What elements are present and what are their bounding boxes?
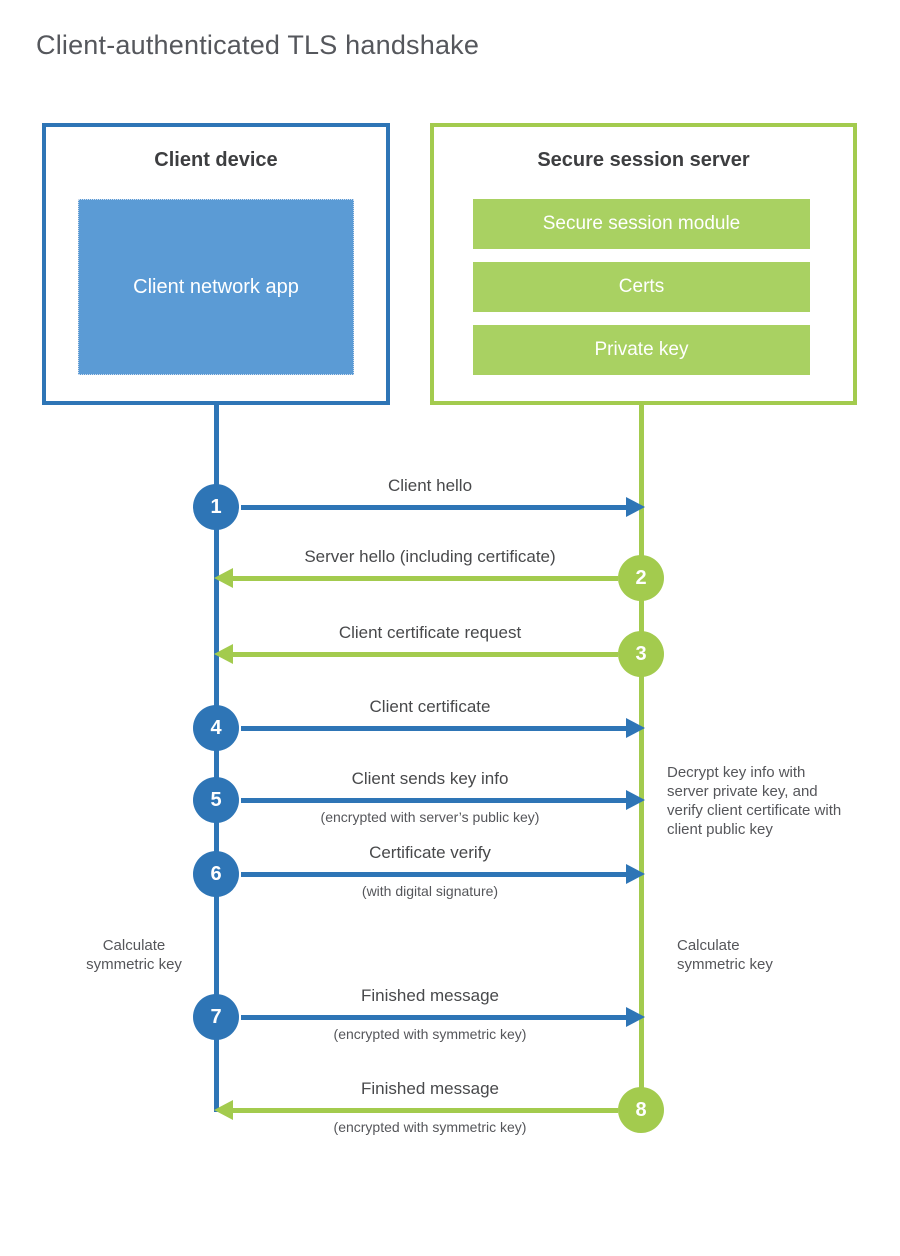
decrypt-key-note: Decrypt key info with server private key… [667,764,842,838]
step-8-label: Finished message [361,1079,499,1098]
step-4-label: Client certificate [369,697,491,716]
step-6-arrow-line [241,872,627,877]
step-2-label: Server hello (including certificate) [304,547,556,566]
calculate-symmetric-key-note-client: Calculate symmetric key [86,937,182,973]
step-8-arrow-line [233,1108,618,1113]
server-module-private-key: Private key [473,325,810,375]
step-3-label: Client certificate request [338,623,522,642]
step-7-arrowhead-icon [626,1007,645,1027]
step-7-label: Finished message [361,986,499,1005]
step-8-number-badge: 8 [618,1087,664,1133]
step-6-label: Certificate verify [369,843,491,862]
step-1-label: Client hello [387,476,473,495]
step-7-number-badge: 7 [193,994,239,1040]
client-device-box: Client device Client network app [42,123,390,405]
secure-session-server-box: Secure session server Secure session mod… [430,123,857,405]
step-8-arrowhead-icon [214,1100,233,1120]
client-network-app-label: Client network app [133,276,299,298]
step-3-arrow-line [233,652,618,657]
client-network-app-box: Client network app [78,199,354,375]
step-5-sublabel: (encrypted with server’s public key) [320,809,540,825]
step-6-arrowhead-icon [626,864,645,884]
step-1-arrowhead-icon [626,497,645,517]
step-6-sublabel: (with digital signature) [361,883,499,899]
step-2-arrowhead-icon [214,568,233,588]
step-5-label: Client sends key info [351,769,509,788]
step-3-number-badge: 3 [618,631,664,677]
step-1-number-badge: 1 [193,484,239,530]
step-5-arrowhead-icon [626,790,645,810]
step-8-sublabel: (encrypted with symmetric key) [333,1119,527,1135]
calculate-symmetric-key-note-server: Calculate symmetric key [677,937,773,973]
secure-session-server-title: Secure session server [537,149,750,171]
step-5-number-badge: 5 [193,777,239,823]
step-2-arrow-line [233,576,618,581]
step-6-number-badge: 6 [193,851,239,897]
page-title: Client-authenticated TLS handshake [36,30,480,60]
step-1-arrow-line [241,505,627,510]
step-4-arrow-line [241,726,627,731]
step-2-number-badge: 2 [618,555,664,601]
step-4-number-badge: 4 [193,705,239,751]
step-4-arrowhead-icon [626,718,645,738]
server-module-secure-session: Secure session module [473,199,810,249]
step-3-arrowhead-icon [214,644,233,664]
client-device-title: Client device [154,149,278,171]
server-lifeline [639,405,644,1110]
step-7-sublabel: (encrypted with symmetric key) [333,1026,527,1042]
client-lifeline [214,405,219,1112]
step-7-arrow-line [241,1015,627,1020]
step-5-arrow-line [241,798,627,803]
server-module-certs: Certs [473,262,810,312]
